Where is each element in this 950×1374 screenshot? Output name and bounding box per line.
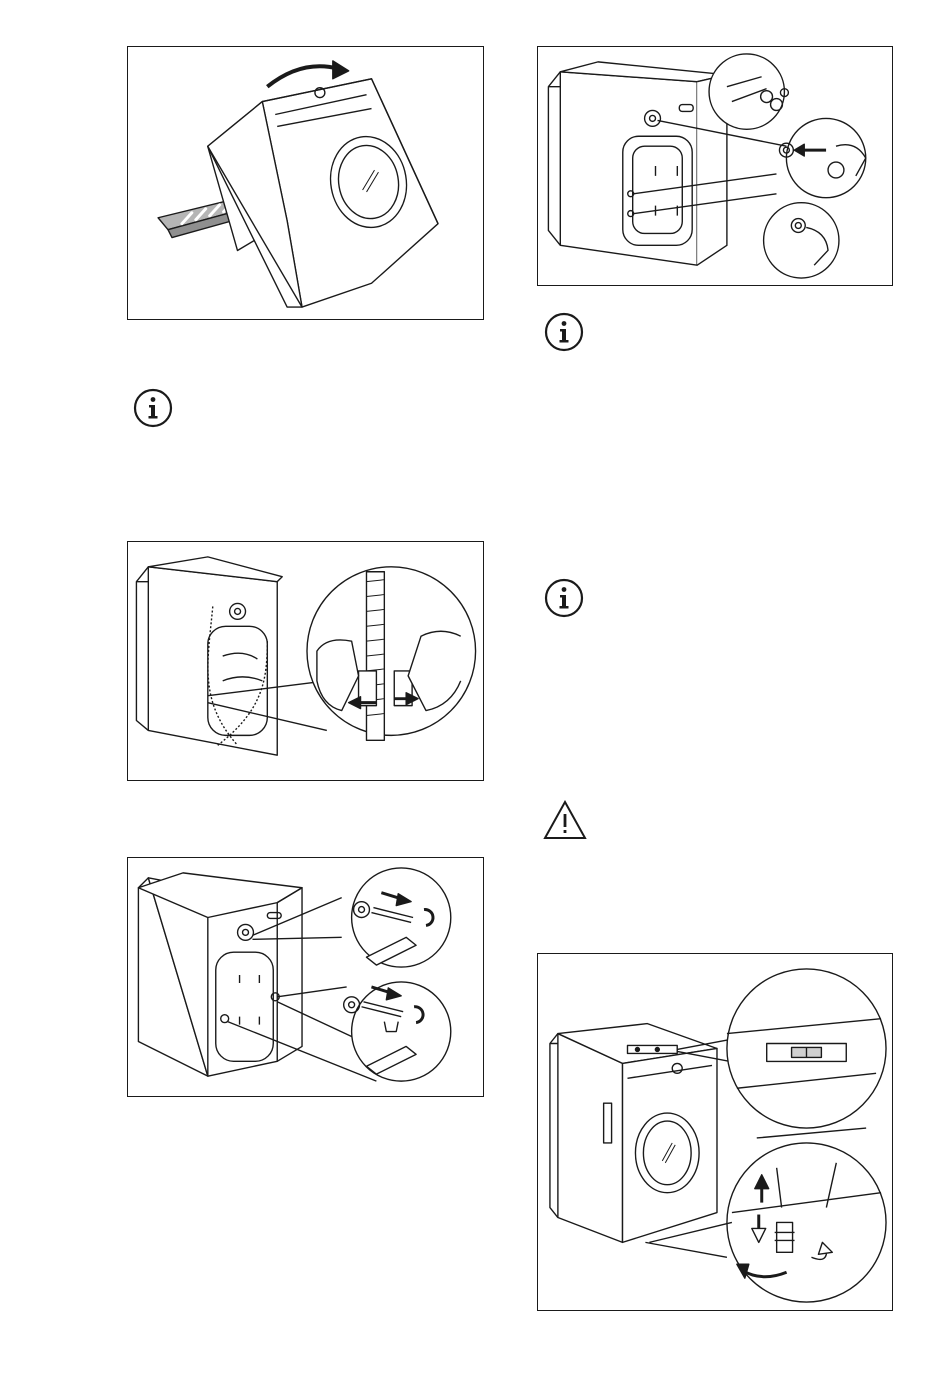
figure-remove-rear-bolts	[537, 46, 893, 286]
figure-adjust-feet-level	[537, 953, 893, 1311]
figure-remove-spacers-wrench	[127, 857, 484, 1097]
information-icon	[133, 388, 173, 428]
warning-triangle-icon	[543, 800, 587, 840]
information-icon	[544, 312, 584, 352]
figure-remove-transit-pallet	[127, 46, 484, 320]
figure-release-hose-clips	[127, 541, 484, 781]
information-icon	[544, 578, 584, 618]
